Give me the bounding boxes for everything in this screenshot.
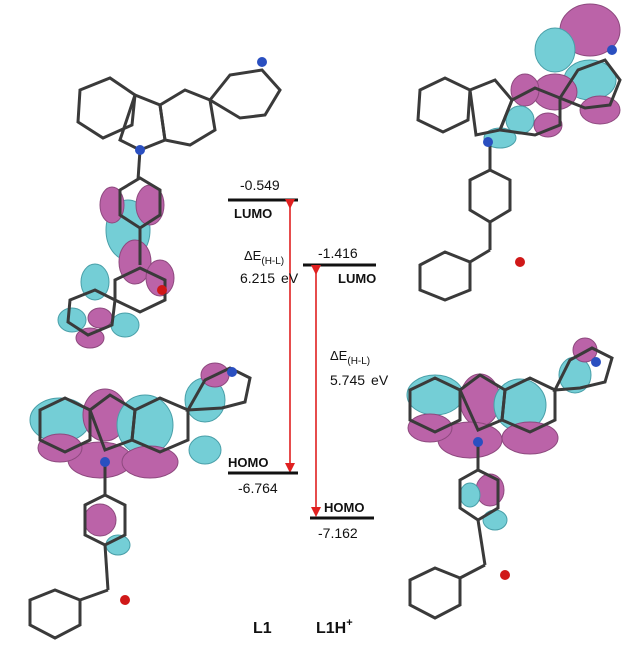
l1h-lumo-energy: -1.416 (318, 245, 358, 261)
l1-gap-unit: eV (281, 270, 299, 286)
l1h-gap-symbol: ΔE(H-L) (330, 348, 370, 367)
atoms (473, 357, 601, 580)
orbital-lobes (483, 3, 621, 149)
l1h-gap-value: 5.745 eV (330, 372, 389, 388)
molecule-skeleton (416, 58, 622, 302)
energy-diagram-l1h: -1.416 LUMO ΔE(H-L) 5.745 eV HOMO -7.162 (303, 245, 389, 541)
molecule-skeleton (66, 68, 282, 337)
l1h-homo-energy: -7.162 (318, 525, 358, 541)
l1-homo-label: HOMO (228, 455, 268, 470)
atoms (483, 45, 617, 267)
l1h-gap-subscript: (H-L) (347, 356, 370, 367)
l1h-gap-unit: eV (371, 372, 389, 388)
orbital-lobes (406, 337, 598, 531)
orbital-lobes (57, 184, 175, 349)
l1h-homo-label: HOMO (324, 500, 364, 515)
compound-label-l1: L1 (253, 620, 272, 637)
l1-gap-symbol: ΔE(H-L) (244, 248, 284, 267)
molecule-l1-lumo (57, 57, 282, 349)
l1-gap-value: 6.215 eV (240, 270, 299, 286)
l1h-lumo-label: LUMO (338, 271, 376, 286)
l1-gap-subscript: (H-L) (261, 256, 284, 267)
molecule-l1-homo (28, 362, 252, 640)
l1-homo-energy: -6.764 (238, 480, 278, 496)
molecule-skeleton (28, 366, 252, 640)
molecule-skeleton (408, 346, 614, 620)
l1-lumo-label: LUMO (234, 206, 272, 221)
molecule-l1h-lumo (416, 3, 622, 302)
l1h-gap-delta: ΔE (330, 348, 348, 363)
atoms (135, 57, 267, 295)
l1-lumo-energy: -0.549 (240, 177, 280, 193)
compound-label-l1h-sup: + (346, 617, 352, 629)
compound-label-l1h-main: L1H (316, 620, 346, 637)
l1-gap-number: 6.215 (240, 270, 275, 286)
l1-gap-delta: ΔE (244, 248, 262, 263)
energy-diagram-l1: -0.549 LUMO ΔE(H-L) 6.215 eV HOMO -6.764 (228, 177, 299, 496)
molecule-l1h-homo (406, 337, 614, 620)
atoms (100, 367, 237, 605)
compound-label-l1h: L1H+ (316, 617, 353, 637)
l1h-gap-number: 5.745 (330, 372, 365, 388)
